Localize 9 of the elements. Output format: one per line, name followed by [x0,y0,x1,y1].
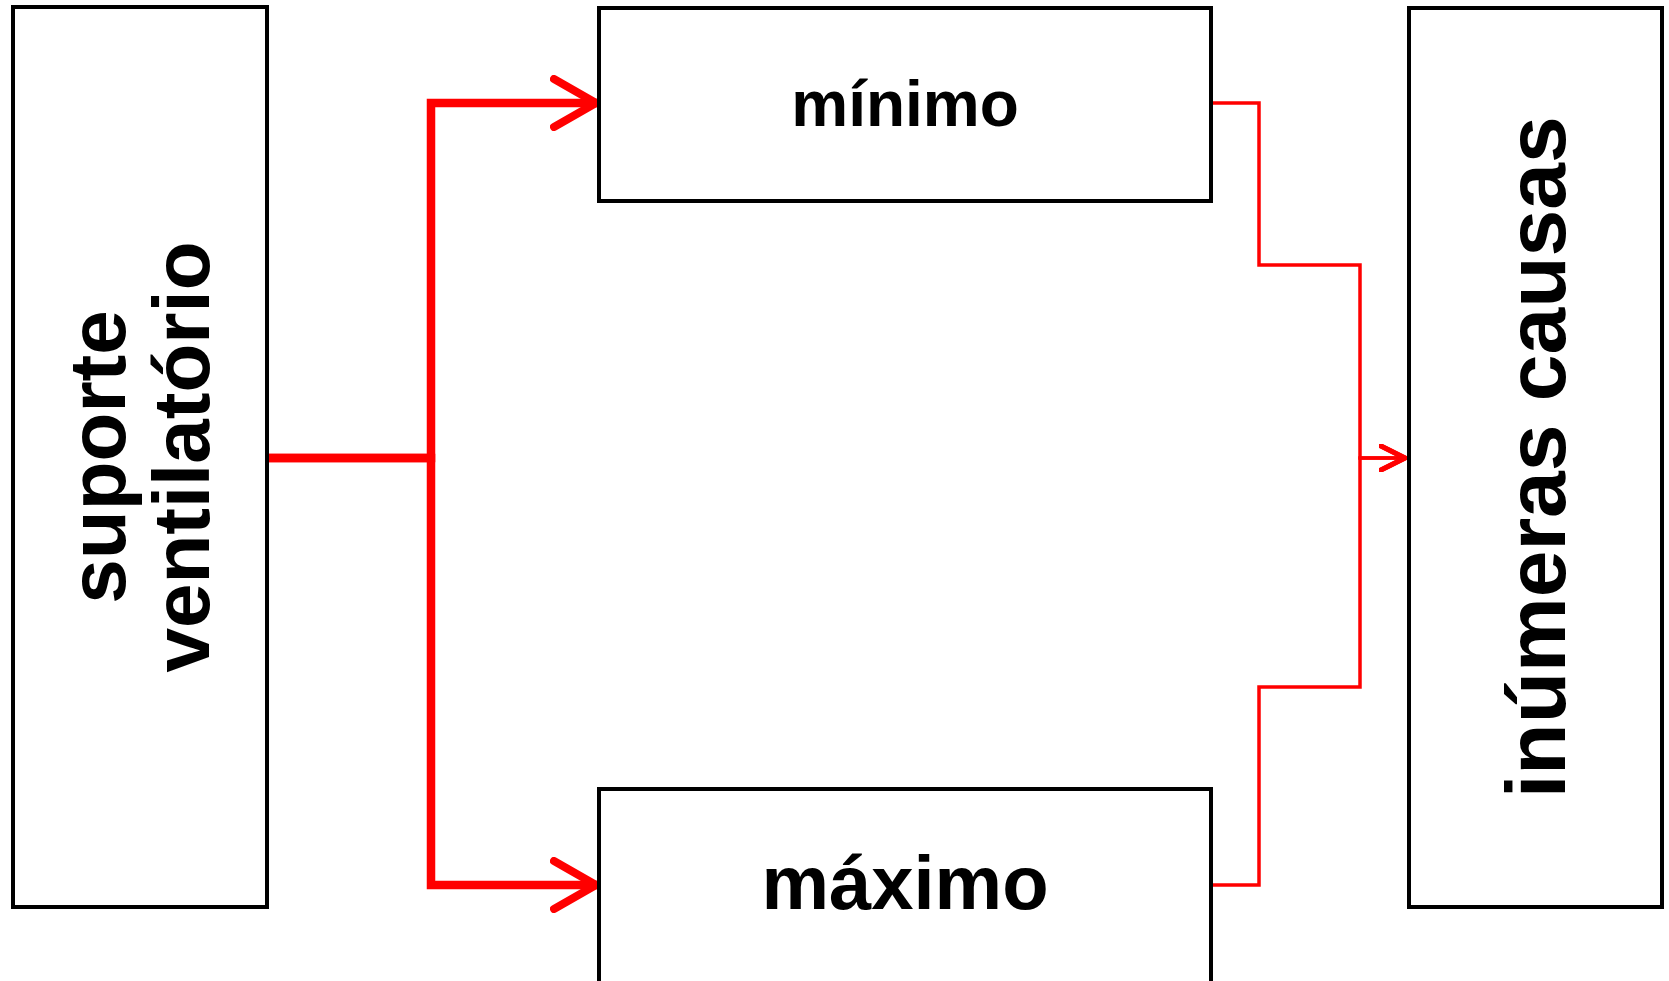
box-label: máximo [761,843,1049,923]
box-label: mínimo [791,70,1019,139]
box-label: suporte ventilatório [56,240,224,675]
process-box [597,6,1213,203]
process-box [597,787,1213,981]
process-box [11,5,269,909]
arrow [1213,443,1408,887]
process-box [1407,6,1664,909]
box-label: inúmeras causas [1491,115,1580,801]
